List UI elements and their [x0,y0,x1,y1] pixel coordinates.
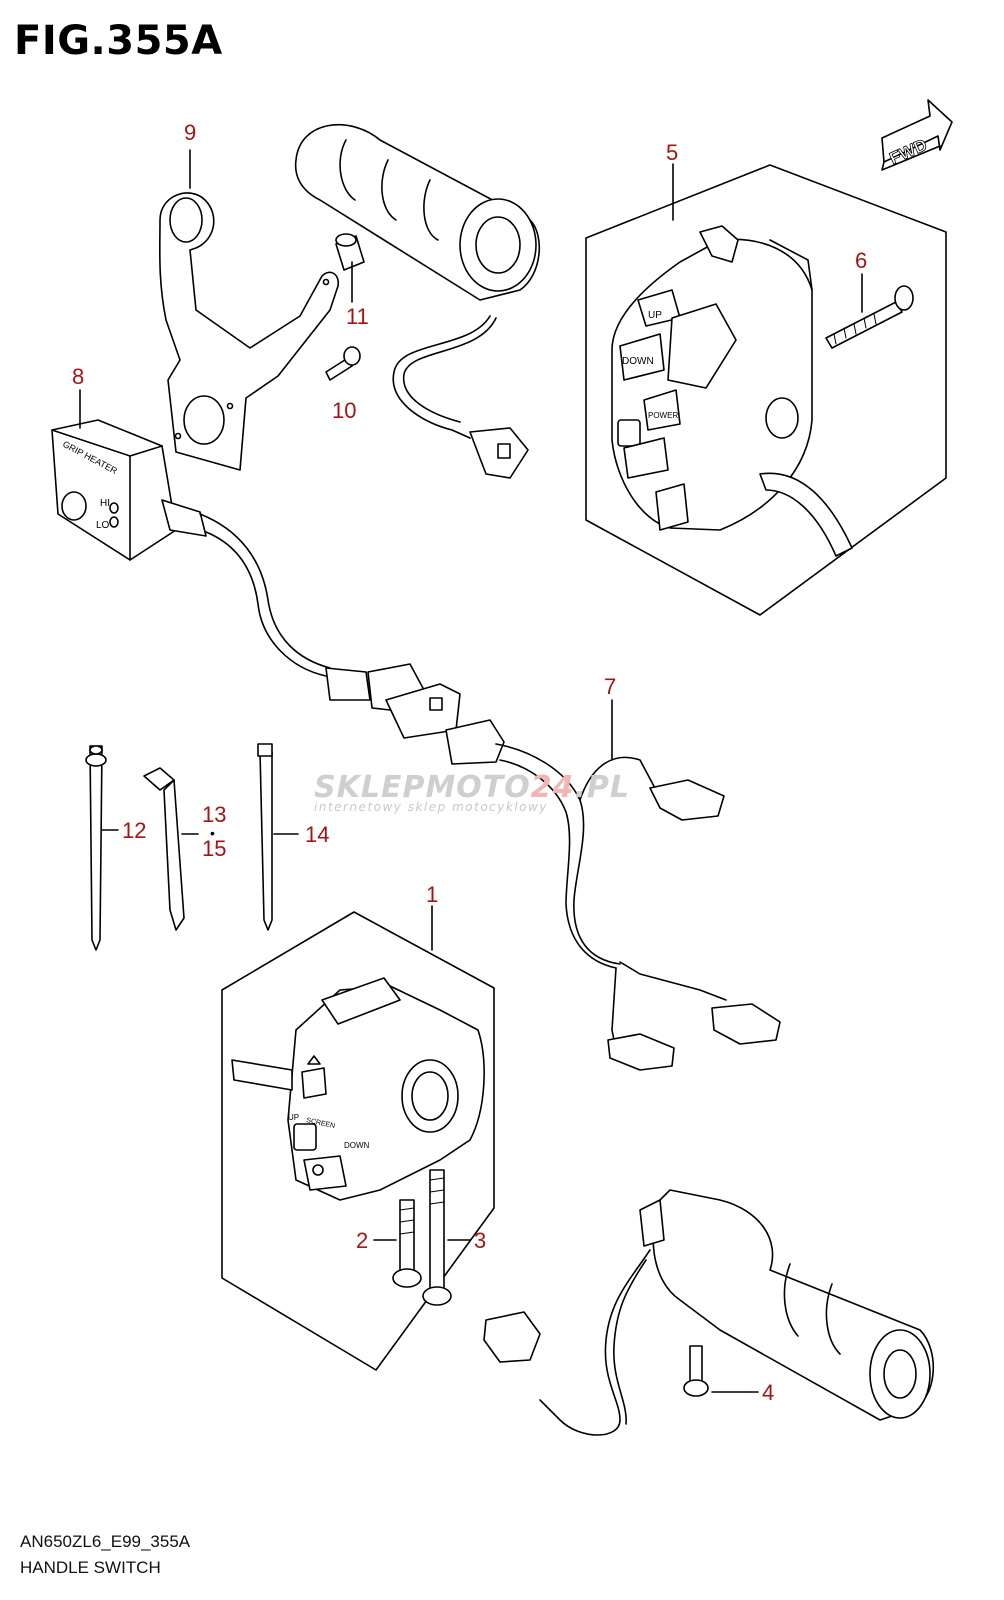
assembly-box-5 [585,164,947,616]
left-handlebar-switch: UP SCREEN DOWN [231,977,485,1201]
figure-code: AN650ZL6_E99_355A [20,1532,191,1551]
left-grip-bottom [483,1189,935,1436]
callout-10: 10 [332,398,357,423]
collar-11 [335,233,365,271]
callout-9: 9 [184,120,197,145]
watermark-brand-part3: .PL [574,770,631,805]
fwd-arrow-icon: FWD [881,99,953,171]
callout-2: 2 [356,1228,369,1253]
callout-13: 13 [202,802,227,827]
hi-label: HI [100,498,110,509]
grip-heater-switch-8: GRIP HEATER HI LO [51,419,331,677]
screw-10 [325,346,361,381]
watermark-brand: SKLEPMOTO24.PL [314,770,630,805]
figure-name: HANDLE SWITCH [20,1558,161,1577]
callout-13-15-separator: • [210,825,215,841]
cable-tie-12 [85,745,107,951]
callout-15: 15 [202,836,227,861]
watermark-brand-part2: 24 [530,770,575,805]
callout-7: 7 [604,674,617,699]
callout-5: 5 [666,140,679,165]
callout-4: 4 [762,1380,775,1405]
callout-8: 8 [72,364,85,389]
bracket-9 [158,192,340,471]
left-up-label: UP [288,1113,299,1122]
callout-1: 1 [426,882,439,907]
screw-6 [825,285,914,349]
assembly-box-1 [221,911,495,1371]
left-down-label: DOWN [344,1141,370,1150]
cable-clamp-13-15 [143,767,185,931]
callout-6: 6 [855,248,868,273]
callout-14: 14 [305,822,330,847]
callout-11: 11 [346,304,369,329]
cable-tie-14 [257,743,273,931]
right-up-label: UP [648,310,662,321]
harness-connector-8 [325,663,461,739]
screw-2 [392,1199,422,1288]
screw-4 [683,1345,709,1397]
callout-12: 12 [122,818,147,843]
watermark-brand-part1: SKLEPMOTO [314,770,531,805]
figure-title: FIG.355A [14,18,223,64]
right-down-label: DOWN [622,356,654,367]
right-power-label: POWER [648,411,678,420]
callout-3: 3 [474,1228,487,1253]
watermark-tagline: internetowy sklep motocyklowy [314,800,548,814]
wiring-harness-7 [445,719,781,1071]
right-grip-top [294,123,541,479]
lo-label: LO [96,520,110,531]
right-handlebar-switch: UP DOWN POWER [611,225,853,557]
screw-3 [422,1169,452,1306]
